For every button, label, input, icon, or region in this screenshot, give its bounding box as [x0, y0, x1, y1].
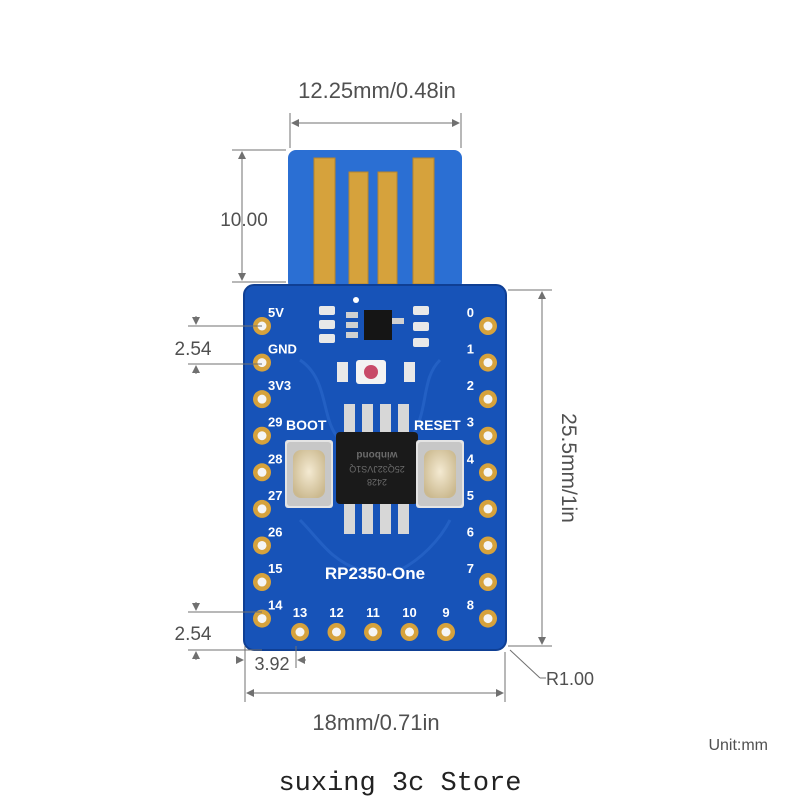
smd-components: [319, 297, 429, 384]
pitch-bottom-label: 2.54: [175, 624, 212, 645]
left-pin-label: GND: [268, 342, 297, 357]
left-pin-label: 28: [268, 451, 282, 466]
right-pin-hole: [479, 609, 497, 628]
right-pin-label: 5: [467, 488, 474, 503]
boot-button[interactable]: [285, 440, 333, 508]
dimension-labels: 12.25mm/0.48in 10.00 2.54 2.54 25.5mm/1i…: [175, 78, 768, 754]
usb-contact-2: [348, 171, 369, 285]
offset-label: 3.92: [254, 654, 289, 674]
usb-contact-4: [412, 157, 435, 285]
bottom-pin-hole: [327, 623, 346, 641]
chip-marking-line-1: winbond: [356, 449, 398, 460]
bottom-pin-labels: 13 12 11 10 9: [293, 605, 450, 620]
left-pin-hole: [253, 609, 271, 628]
left-pin-labels: 5V GND 3V3 29 28 27 26 15 14: [268, 305, 297, 613]
chip-marking-line-2: 25Q32JVS1Q: [349, 464, 405, 474]
usb-connector: [288, 150, 462, 290]
reset-button[interactable]: [416, 440, 464, 508]
usb-contact-1: [313, 157, 336, 285]
usb-width-label: 12.25mm/0.48in: [298, 78, 456, 103]
left-pin-label: 29: [268, 415, 282, 430]
right-pin-hole: [479, 573, 497, 592]
right-pin-holes: [479, 317, 497, 628]
usb-length-label: 10.00: [220, 210, 268, 231]
right-pin-hole: [479, 390, 497, 409]
unit-label: Unit:mm: [708, 737, 768, 754]
bottom-pin-hole: [400, 623, 419, 641]
corner-radius-label: R1.00: [546, 669, 594, 689]
left-pin-hole: [253, 426, 271, 445]
flash-chip: winbond 25Q32JVS1Q 2428: [336, 404, 418, 534]
bottom-pin-label: 12: [329, 605, 343, 620]
left-pin-hole: [253, 353, 271, 372]
right-pin-label: 1: [467, 342, 474, 357]
left-pin-hole: [253, 536, 271, 555]
dimension-lines: [188, 113, 552, 702]
left-pin-hole: [253, 390, 271, 409]
bottom-pin-label: 10: [402, 605, 416, 620]
right-pin-hole: [479, 536, 497, 555]
bottom-pin-hole: [437, 623, 455, 641]
right-pin-label: 2: [467, 378, 474, 393]
left-pin-label: 5V: [268, 305, 284, 320]
left-pin-hole: [253, 463, 271, 482]
right-pin-hole: [479, 499, 497, 518]
bottom-pin-hole: [364, 623, 382, 641]
right-pin-label: 7: [467, 561, 474, 576]
left-pin-label: 26: [268, 524, 282, 539]
left-pin-label: 14: [268, 598, 283, 613]
left-pin-hole: [253, 499, 271, 518]
bottom-pin-label: 11: [366, 605, 380, 620]
left-pin-label: 3V3: [268, 378, 291, 393]
left-pin-label: 15: [268, 561, 282, 576]
reset-label: RESET: [414, 417, 461, 433]
right-pin-hole: [479, 317, 497, 335]
usb-contact-3: [377, 171, 398, 285]
right-pin-hole: [479, 426, 497, 445]
left-pin-holes: [253, 317, 271, 628]
chip-marking-line-3: 2428: [367, 477, 387, 487]
store-watermark: suxing 3c Store: [278, 769, 522, 799]
left-pin-hole: [253, 573, 271, 592]
right-pin-label: 3: [467, 415, 474, 430]
board-name: RP2350-One: [325, 564, 425, 583]
bottom-pin-label: 9: [442, 605, 449, 620]
boot-label: BOOT: [286, 417, 327, 433]
right-pin-label: 4: [467, 451, 475, 466]
bottom-pin-label: 13: [293, 605, 307, 620]
board-width-label: 18mm/0.71in: [312, 710, 439, 735]
bottom-pin-holes: [291, 623, 455, 641]
right-pin-label: 6: [467, 524, 474, 539]
right-pin-labels: 0 1 2 3 4 5 6 7 8: [467, 305, 475, 613]
left-pin-label: 27: [268, 488, 282, 503]
board-height-label: 25.5mm/1in: [557, 413, 580, 523]
right-pin-hole: [479, 353, 497, 372]
right-pin-label: 8: [467, 598, 474, 613]
pitch-top-label: 2.54: [175, 339, 212, 360]
right-pin-hole: [479, 463, 497, 482]
right-pin-label: 0: [467, 305, 474, 320]
bottom-pin-hole: [291, 623, 309, 641]
